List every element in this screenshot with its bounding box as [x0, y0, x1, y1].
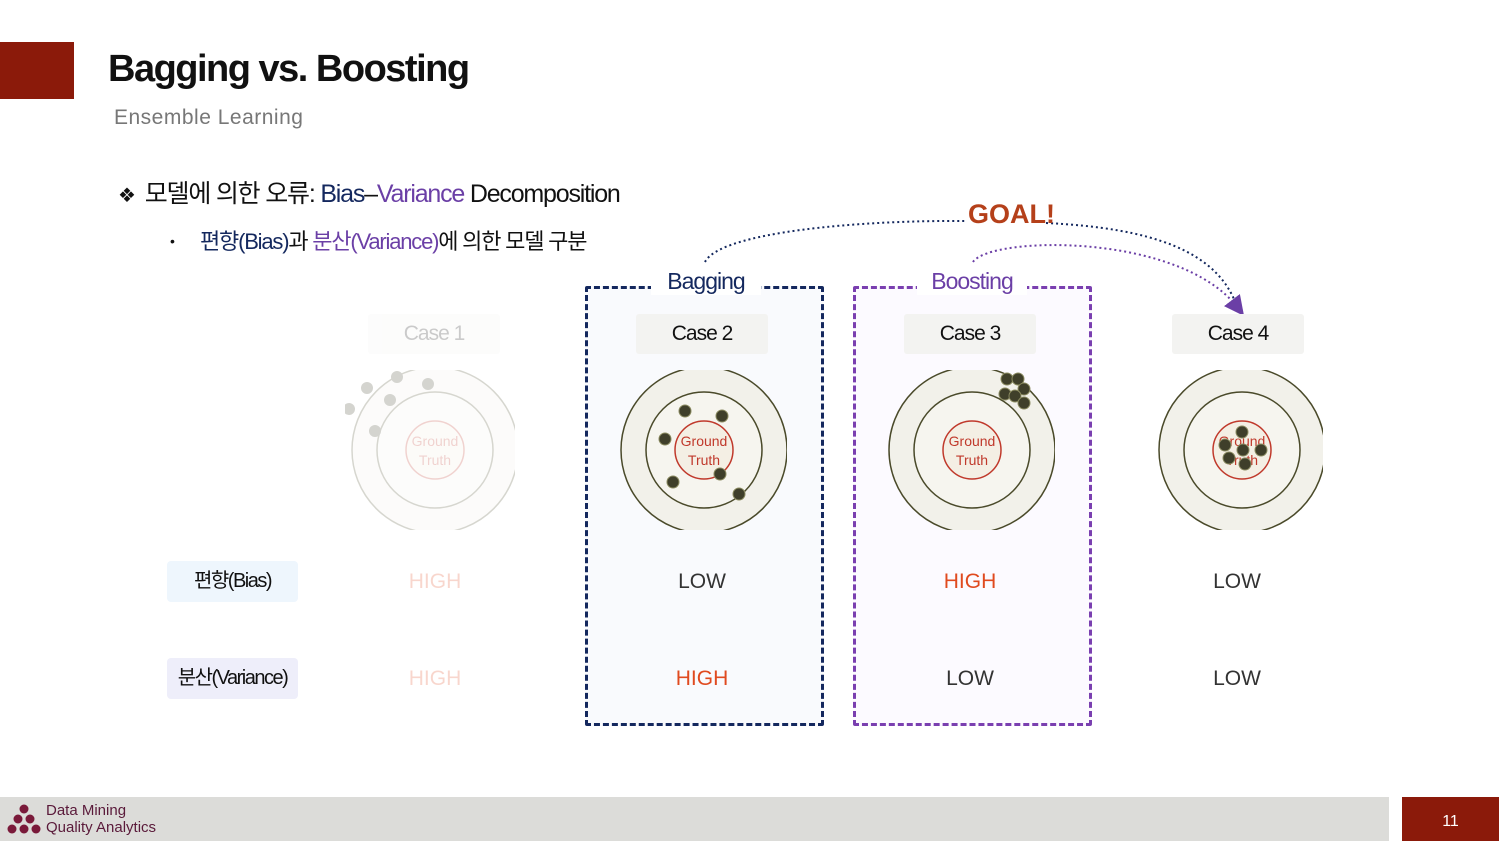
bagging-label: Bagging	[651, 268, 761, 295]
slide-title: Bagging vs. Boosting	[108, 48, 470, 90]
case-4-variance-value: LOW	[1213, 667, 1261, 690]
logo-line-1: Data Mining	[46, 802, 127, 819]
heading-variance: Variance	[376, 180, 465, 208]
truth-label: Truth	[956, 452, 988, 468]
case-1-bias-value: HIGH	[408, 570, 462, 593]
slide-subtitle: Ensemble Learning	[114, 106, 304, 129]
title-accent-block	[0, 42, 74, 99]
logo-line-2: Quality Analytics	[46, 819, 157, 836]
case-1-variance-value: HIGH	[408, 667, 462, 690]
case-4-target: Ground Truth	[1158, 370, 1323, 530]
ground-label: Ground	[681, 433, 728, 449]
bullet-joiner: 과	[288, 229, 313, 254]
heading-bias: Bias	[320, 180, 365, 208]
case-3-bias-value: HIGH	[943, 570, 997, 593]
case-4-label: Case 4	[1172, 314, 1304, 354]
boosting-label: Boosting	[917, 268, 1027, 295]
diamond-bullet-icon: ❖	[118, 185, 136, 207]
lab-logo-icon	[7, 804, 41, 834]
ground-label: Ground	[412, 433, 459, 449]
case-3-label: Case 3	[904, 314, 1036, 354]
goal-label: GOAL!	[968, 199, 1055, 229]
case-1-target: Ground Truth	[345, 370, 515, 530]
case-3-target: Ground Truth	[888, 370, 1055, 530]
case-2-variance-value: HIGH	[675, 667, 729, 690]
truth-label: Truth	[688, 452, 720, 468]
heading-suffix: Decomposition	[464, 180, 621, 208]
bullet-line: • 편향(Bias)과 분산(Variance)에 의한 모델 구분	[170, 224, 587, 256]
footer-bar	[0, 797, 1389, 841]
case-3-variance-value: LOW	[946, 667, 994, 690]
row-label-variance: 분산(Variance)	[167, 658, 298, 699]
case-4-bias-value: LOW	[1213, 570, 1261, 593]
case-1-label: Case 1	[368, 314, 500, 354]
row-label-bias: 편향(Bias)	[167, 561, 298, 602]
ground-label: Ground	[949, 433, 996, 449]
heading-prefix: 모델에 의한 오류:	[144, 180, 321, 208]
heading-dash: –	[364, 180, 378, 208]
bullet-variance-term: 분산(Variance)	[312, 229, 439, 254]
case-2-label: Case 2	[636, 314, 768, 354]
logo-text: Data Mining Quality Analytics	[46, 802, 156, 836]
bullet-bias-term: 편향(Bias)	[200, 229, 290, 254]
truth-label: Truth	[419, 452, 451, 468]
case-2-bias-value: LOW	[678, 570, 726, 593]
section-heading: ❖ 모델에 의한 오류: Bias–Variance Decomposition	[118, 174, 621, 210]
bullet-suffix: 에 의한 모델 구분	[438, 229, 587, 254]
page-number: 11	[1402, 797, 1499, 841]
case-2-target: Ground Truth	[620, 370, 787, 530]
bullet-dot-icon: •	[170, 233, 175, 249]
bagging-to-goal-arrow	[704, 219, 967, 263]
